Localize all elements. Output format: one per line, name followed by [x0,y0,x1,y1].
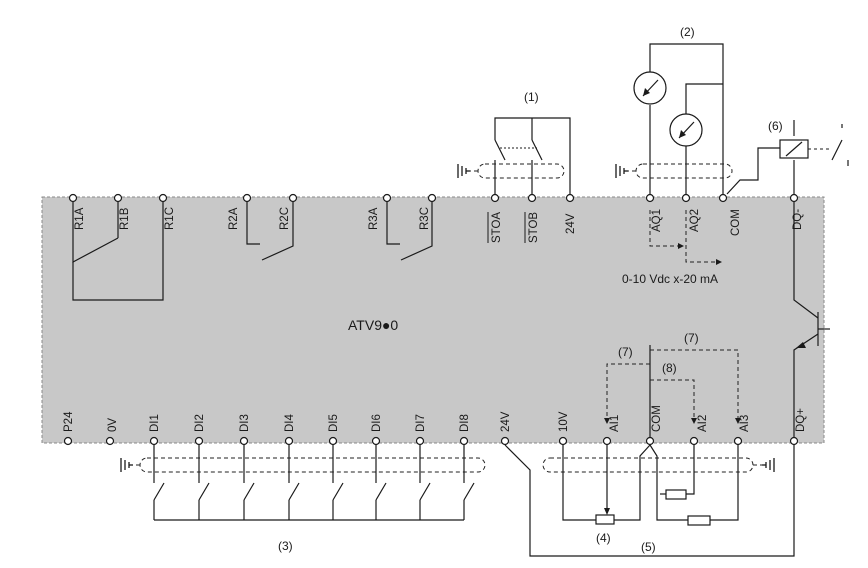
bottom-terminal-di7: DI7 [415,414,427,446]
ground-icon [762,458,775,472]
ground-icon [615,164,628,178]
svg-text:DQ-: DQ- [792,209,804,230]
bottom-terminal-di6: DI6 [371,414,383,446]
ground-icon [457,164,470,178]
svg-text:DI4: DI4 [284,414,296,433]
svg-text:R1C: R1C [164,207,176,230]
svg-text:AQ1: AQ1 [651,209,663,232]
bottom-terminal-ai2: AI2 [689,415,709,446]
ammeter-icon [633,71,667,105]
svg-text:DI5: DI5 [328,414,340,432]
svg-text:(2): (2) [680,25,695,39]
transistor-icon [793,202,830,438]
digital-input-circuit: (3) [120,445,486,553]
svg-text:COM: COM [730,209,742,236]
drive-model-label: ATV9●0 [348,317,398,333]
svg-text:0V: 0V [107,418,119,432]
bottom-terminal-di4: DI4 [284,414,296,446]
svg-text:AI1: AI1 [609,415,621,432]
svg-text:R3C: R3C [419,207,431,230]
svg-text:(7): (7) [684,331,699,345]
switch-icon [494,139,506,161]
bottom-terminal-ai1: AI1 [602,415,621,446]
relay-coil-icon [779,139,809,159]
svg-text:R2C: R2C [279,207,291,230]
bottom-terminal-di3: DI3 [239,414,251,446]
top-terminal-r2a: R2A [228,193,252,230]
svg-text:COM: COM [651,405,663,432]
ammeter-icon [669,113,703,147]
resistor-icon [665,489,687,500]
bottom-terminal-p24: P24 [63,411,75,446]
top-terminal-com: COM [718,193,742,236]
svg-text:DI1: DI1 [149,414,161,432]
top-terminal-r1a: R1A [68,193,86,230]
top-terminal-r3c: R3C [419,193,437,230]
svg-text:AQ2: AQ2 [689,209,701,232]
resistor-icon [687,515,711,526]
bottom-terminal-24v: 24V [500,411,512,446]
output-range-label: 0-10 Vdc x-20 mA [622,272,718,286]
analog-output-circuit: (2) 0-10 Vdc x-20 mA [615,25,733,286]
bottom-terminal-ai3: AI3 [733,415,751,446]
svg-text:DI7: DI7 [415,414,427,432]
top-terminal-r3a: R3A [368,193,392,230]
svg-text:(5): (5) [641,540,656,554]
svg-text:DI6: DI6 [371,414,383,432]
bottom-terminal-0v: 0V [105,418,119,446]
svg-text:(3): (3) [278,539,293,553]
bottom-terminal-dq-plus: DQ+ [789,408,807,446]
svg-text:(7): (7) [618,345,633,359]
svg-text:(1): (1) [524,90,539,104]
svg-text:24V: 24V [565,213,577,234]
bottom-terminal-di5: DI5 [328,414,340,446]
svg-text:P24: P24 [63,411,75,432]
svg-text:(8): (8) [662,361,677,375]
relay-1-contacts [72,202,164,301]
switch-icon [153,482,475,501]
top-terminal-r2c: R2C [279,193,298,230]
relay-3-contacts [386,202,433,261]
switch-icon [531,139,543,161]
bottom-terminal-com: COM [645,405,663,446]
top-terminal-stoa: STOA [487,193,503,243]
svg-text:R2A: R2A [228,207,240,230]
svg-text:10V: 10V [558,411,570,432]
svg-text:DI3: DI3 [239,414,251,432]
svg-text:R1B: R1B [119,207,131,230]
bottom-terminal-di8: DI8 [459,414,471,446]
top-terminal-aq2: AQ2 [681,193,701,232]
svg-text:DI8: DI8 [459,414,471,432]
top-terminal-dq-minus: DQ- [789,193,804,230]
ground-icon [120,458,133,472]
bottom-terminal-di2: DI2 [194,414,206,446]
relay-2-contacts [246,202,294,261]
svg-text:R3A: R3A [368,207,380,230]
svg-text:(6): (6) [768,119,783,133]
top-terminal-r1c: R1C [158,193,176,230]
svg-text:R1A: R1A [74,207,86,230]
top-terminal-stob: STOB [524,193,540,243]
potentiometer-icon [595,445,615,525]
svg-text:DI2: DI2 [194,414,206,432]
svg-text:AI3: AI3 [739,415,751,432]
bottom-terminal-10v: 10V [558,411,570,446]
svg-text:(4): (4) [596,531,611,545]
switch-icon [831,124,849,166]
drive-panel [41,196,825,444]
top-terminal-aq1: AQ1 [645,193,663,232]
analog-input-circuit: (4) (5) [504,444,795,557]
svg-text:24V: 24V [500,411,512,432]
bottom-terminal-di1: DI1 [149,414,161,446]
top-terminal-r1b: R1B [113,193,131,230]
sto-switch-circuit: (1) [457,90,571,194]
analog-input-indicators: (7) (7) (8) [604,331,741,437]
svg-text:DQ+: DQ+ [795,408,807,432]
svg-text:STOA: STOA [491,212,503,243]
top-terminal-24v: 24V [565,193,577,234]
relay-coil-circuit: (6) [726,119,849,195]
svg-text:AI2: AI2 [697,415,709,432]
svg-text:STOB: STOB [528,212,540,243]
